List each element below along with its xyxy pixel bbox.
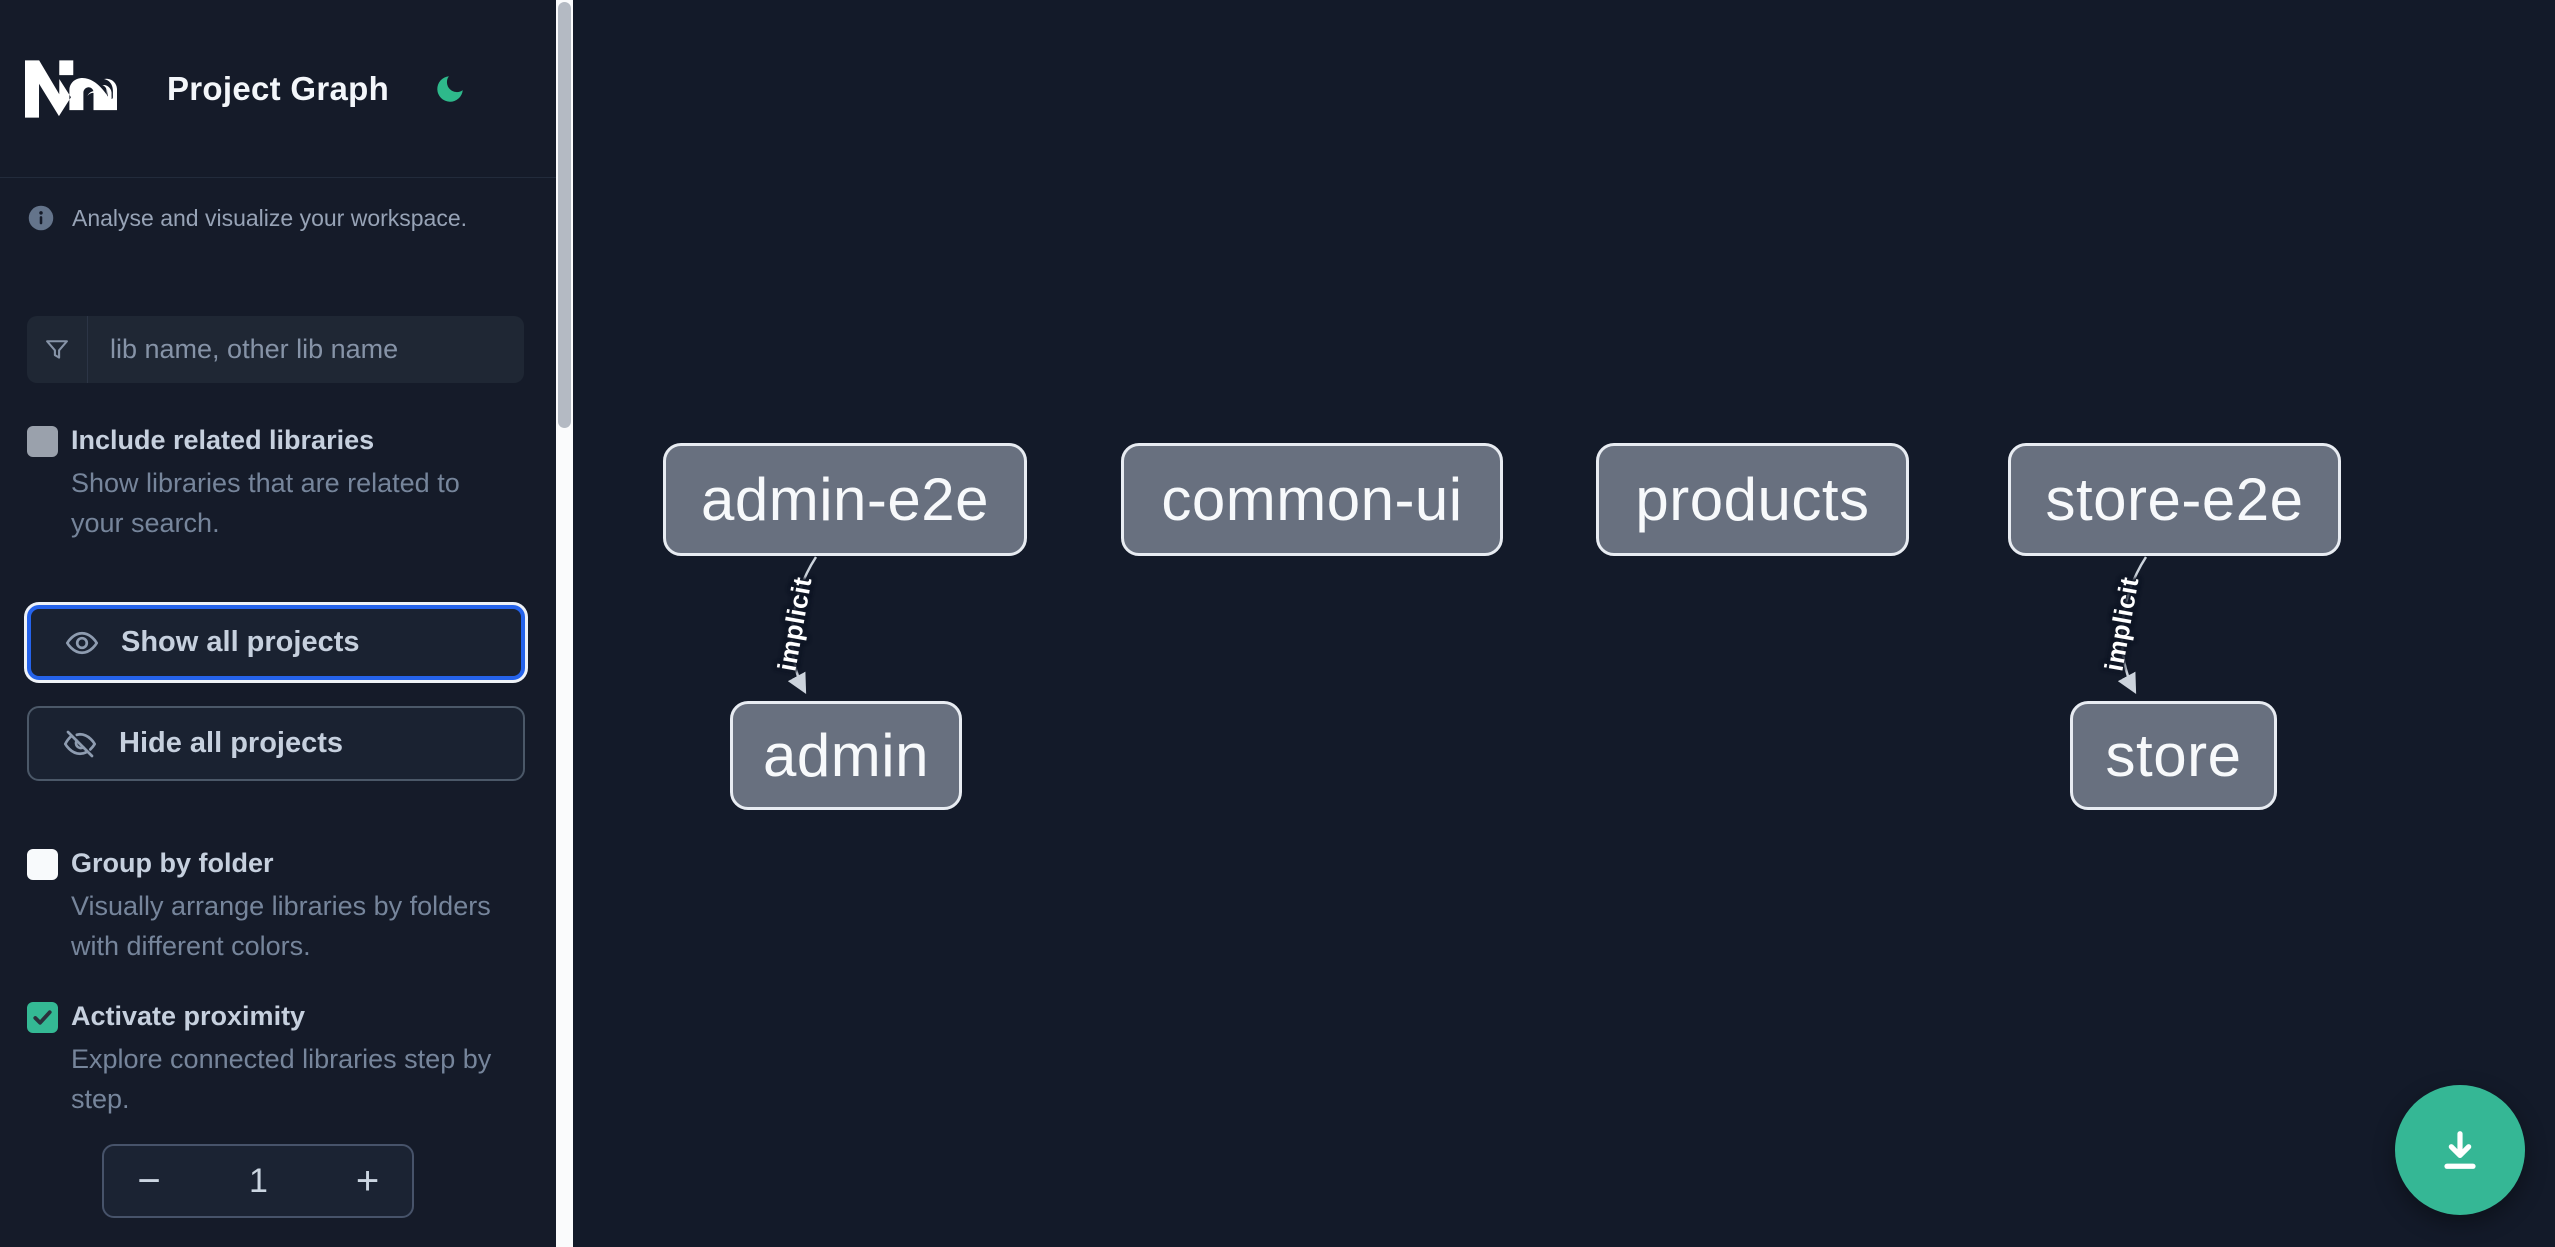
page-title: Project Graph [166,69,390,107]
theme-toggle-button[interactable] [430,69,470,109]
option-include-related: Include related libraries Show libraries… [27,424,525,543]
include-related-checkbox[interactable] [27,426,58,457]
proximity-stepper: − 1 + [102,1144,414,1218]
proximity-increment-button[interactable]: + [323,1146,412,1216]
activate-proximity-label[interactable]: Activate proximity [71,1001,306,1031]
eye-slash-icon [63,730,97,757]
filter-icon [27,316,88,383]
tagline-text: Analyse and visualize your workspace. [72,204,468,231]
edge-admin-e2e-to-admin [787,556,818,694]
graph-canvas[interactable]: implicit implicit admin-e2e common-ui pr… [573,0,2555,1247]
node-admin[interactable]: admin [730,701,962,810]
show-all-projects-label: Show all projects [121,626,360,658]
edge-layer [787,556,2148,694]
include-related-description: Show libraries that are related to your … [71,468,460,538]
checkmark-icon [33,1010,52,1025]
activate-proximity-description: Explore connected libraries step by step… [71,1044,492,1114]
workspace-tagline: Analyse and visualize your workspace. [27,204,525,232]
search-input[interactable] [88,316,524,383]
hide-all-projects-button[interactable]: Hide all projects [27,706,525,781]
sidebar-scrollbar-track[interactable] [556,0,573,1247]
nx-logo-icon [25,43,117,135]
group-by-folder-description: Visually arrange libraries by folders wi… [71,891,491,961]
moon-icon [437,75,463,102]
node-store[interactable]: store [2070,701,2277,810]
include-related-label[interactable]: Include related libraries [71,425,375,455]
eye-icon [65,631,99,654]
sidebar-scrollbar-thumb[interactable] [558,2,571,428]
download-button[interactable] [2395,1085,2525,1215]
search-box [27,316,524,383]
activate-proximity-checkbox[interactable] [27,1002,58,1033]
proximity-decrement-button[interactable]: − [104,1146,194,1216]
proximity-value: 1 [249,1161,268,1200]
group-by-folder-checkbox[interactable] [27,849,58,880]
show-all-projects-button[interactable]: Show all projects [27,605,525,680]
group-by-folder-label[interactable]: Group by folder [71,848,274,878]
node-admin-e2e[interactable]: admin-e2e [663,443,1027,556]
node-store-e2e[interactable]: store-e2e [2008,443,2341,556]
option-group-by-folder: Group by folder Visually arrange librari… [27,847,525,966]
node-products[interactable]: products [1596,443,1909,556]
node-common-ui[interactable]: common-ui [1121,443,1503,556]
option-activate-proximity: Activate proximity Explore connected lib… [27,1000,525,1119]
hide-all-projects-label: Hide all projects [119,727,344,759]
sidebar-header: Project Graph [0,0,556,178]
info-icon [28,205,54,231]
edge-store-e2e-to-store [2117,556,2148,694]
download-icon [2444,1131,2476,1169]
sidebar: Project Graph Analyse and visualize your… [0,0,556,1247]
